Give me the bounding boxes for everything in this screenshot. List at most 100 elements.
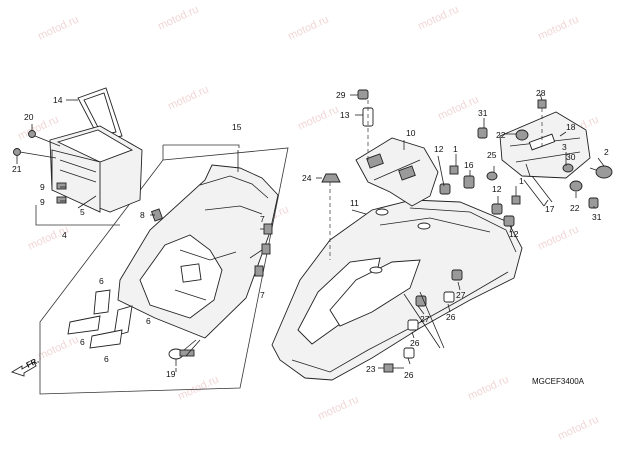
callout-31: 31 [592, 212, 602, 222]
callout-29: 29 [336, 90, 346, 100]
watermark: motod.ru [156, 3, 200, 32]
callout-3: 3 [562, 142, 567, 152]
part-9-pad [56, 182, 67, 190]
part-2-reflector [589, 165, 613, 179]
callout-13: 13 [340, 110, 350, 120]
callout-7: 7 [260, 290, 265, 300]
part-22-collar [569, 180, 583, 192]
callout-15: 15 [232, 122, 242, 132]
bolt-19 [168, 339, 201, 366]
part-5-battery-box [49, 125, 143, 213]
callout-14: 14 [53, 95, 63, 105]
callout-labels: 14 20 21 9 9 5 4 15 8 7 7 6 6 6 6 19 29 … [12, 88, 609, 380]
callout-28: 28 [536, 88, 546, 98]
collar-13 [355, 100, 374, 160]
part-27-collar [415, 295, 427, 307]
part-22-collar [515, 129, 529, 141]
callout-5: 5 [80, 207, 85, 217]
part-12-grommet [491, 203, 503, 215]
callout-12: 12 [509, 229, 519, 239]
callout-6: 6 [80, 337, 85, 347]
callout-10: 10 [406, 128, 416, 138]
part-31-grommet [588, 197, 599, 209]
part-25-nut [486, 171, 498, 181]
part-26-nut [403, 347, 415, 359]
callout-12: 12 [434, 144, 444, 154]
watermark: motod.ru [296, 103, 340, 132]
callout-22: 22 [496, 130, 506, 140]
part-12-grommet [503, 215, 515, 227]
callout-6: 6 [99, 276, 104, 286]
part-7-clip [254, 265, 264, 277]
callout-21: 21 [12, 164, 22, 174]
callout-27: 27 [420, 314, 430, 324]
part-1-bolt [511, 195, 521, 205]
nut-24 [316, 173, 341, 260]
callout-26: 26 [446, 312, 456, 322]
callout-6: 6 [146, 316, 151, 326]
watermark: motod.ru [436, 93, 480, 122]
part-1-bolt [449, 165, 459, 175]
callout-24: 24 [302, 173, 312, 183]
part-7-clip [263, 223, 273, 235]
part-27-collar [451, 269, 463, 281]
watermark: motod.ru [16, 113, 60, 142]
callout-2: 2 [604, 147, 609, 157]
part-26-nut [407, 319, 419, 331]
part-15-inner-fender [117, 164, 279, 339]
callout-6: 6 [104, 354, 109, 364]
watermark: motod.ru [286, 13, 330, 42]
callout-8: 8 [140, 210, 145, 220]
callout-31: 31 [478, 108, 488, 118]
watermark: motod.ru [316, 393, 360, 422]
watermark: motod.ru [556, 413, 600, 442]
watermark: motod.ru [36, 333, 80, 362]
callout-16: 16 [464, 160, 474, 170]
callout-9: 9 [40, 182, 45, 192]
part-18-mount [528, 133, 556, 151]
diagram-code: MGCEF3400A [532, 377, 585, 386]
watermark: motod.ru [176, 373, 220, 402]
group-frame-4 [35, 205, 120, 226]
part-14-gasket [66, 87, 123, 141]
part-30-nut [562, 163, 574, 173]
watermark: motod.ru [36, 13, 80, 42]
part-11-rear-fender [271, 199, 523, 381]
callout-26: 26 [404, 370, 414, 380]
watermark: motod.ru [536, 13, 580, 42]
callout-7: 7 [260, 214, 265, 224]
callout-20: 20 [24, 112, 34, 122]
callout-23: 23 [366, 364, 376, 374]
part-9-pad [56, 196, 67, 204]
callout-9: 9 [40, 197, 45, 207]
part-6-pads [67, 289, 133, 349]
callout-12: 12 [492, 184, 502, 194]
callout-1: 1 [453, 144, 458, 154]
callout-1: 1 [519, 176, 524, 186]
leader-lines [60, 93, 605, 372]
part-12-grommet [439, 183, 451, 195]
part-31-grommet [477, 127, 488, 139]
callout-27: 27 [456, 290, 466, 300]
callout-18: 18 [566, 122, 576, 132]
part-17-bracket [523, 175, 553, 207]
watermark: motod.ru [536, 223, 580, 252]
part-10-bracket [355, 137, 439, 207]
watermark: motod.ru [416, 3, 460, 32]
callout-25: 25 [487, 150, 497, 160]
callout-17: 17 [545, 204, 555, 214]
callout-22: 22 [570, 203, 580, 213]
callout-30: 30 [566, 152, 576, 162]
part-3-plate-bracket [499, 111, 591, 179]
bolt-29 [350, 89, 369, 100]
front-arrow: FR. [10, 356, 40, 377]
callout-19: 19 [166, 369, 176, 379]
callout-11: 11 [350, 198, 359, 208]
part-16-grommet [463, 175, 475, 189]
bolt-20 [28, 124, 61, 147]
bolt-21 [13, 148, 57, 164]
bolt-23 [378, 363, 394, 373]
part-26-nut [443, 291, 455, 303]
part-7-clip [261, 243, 271, 255]
